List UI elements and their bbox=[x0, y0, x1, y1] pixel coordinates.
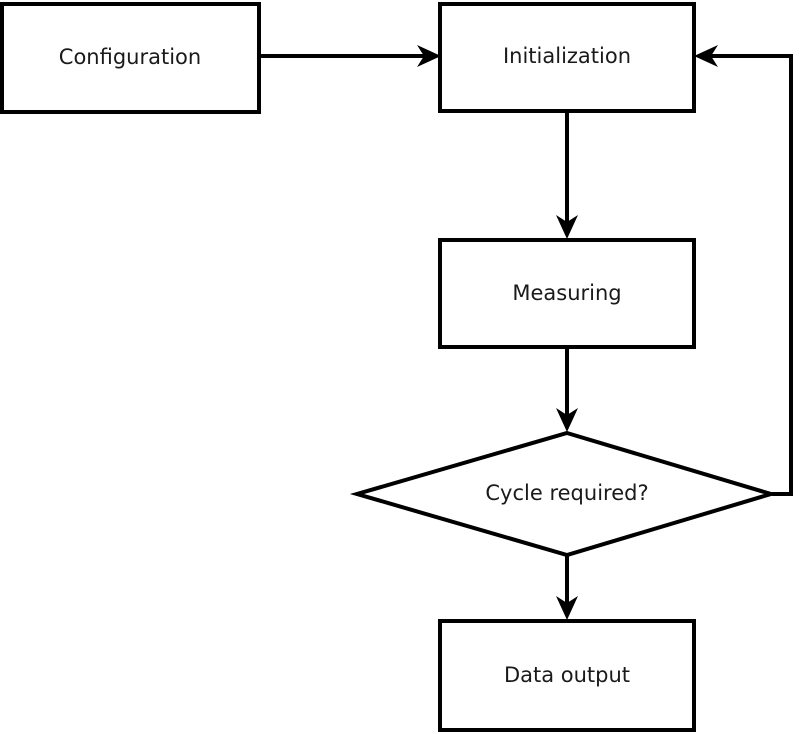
node-shape-diamond[interactable] bbox=[349, 430, 778, 558]
node-shape-rectangle[interactable] bbox=[0, 2, 261, 114]
node-shape-rectangle[interactable] bbox=[438, 238, 696, 349]
node-label-data-output: Data output bbox=[504, 663, 630, 687]
arrow-head-icon bbox=[417, 45, 441, 67]
node-label-initialization: Initialization bbox=[503, 44, 631, 68]
arrow-head-icon bbox=[556, 408, 578, 432]
node-label-configuration: Configuration bbox=[59, 45, 201, 69]
edge-cycle-required-to-initialization-feedback bbox=[694, 45, 793, 496]
edge-line bbox=[711, 54, 793, 496]
arrow-head-icon bbox=[556, 215, 578, 239]
node-data-output[interactable]: Data output bbox=[438, 619, 696, 732]
edge-cycle-required-to-data-output bbox=[556, 556, 578, 620]
node-measuring[interactable]: Measuring bbox=[438, 238, 696, 349]
arrow-head-icon bbox=[556, 596, 578, 620]
node-initialization[interactable]: Initialization bbox=[438, 2, 696, 113]
node-configuration[interactable]: Configuration bbox=[0, 2, 261, 114]
edge-configuration-to-initialization bbox=[260, 45, 441, 67]
node-label-cycle-required: Cycle required? bbox=[485, 481, 648, 505]
node-label-measuring: Measuring bbox=[512, 281, 621, 305]
arrow-head-icon bbox=[694, 45, 718, 67]
node-shape-rectangle[interactable] bbox=[438, 2, 696, 113]
node-shape-rectangle[interactable] bbox=[438, 619, 696, 732]
node-cycle-required[interactable]: Cycle required? bbox=[349, 430, 778, 558]
edge-initialization-to-measuring bbox=[556, 112, 578, 239]
edge-measuring-to-cycle-required bbox=[556, 348, 578, 432]
